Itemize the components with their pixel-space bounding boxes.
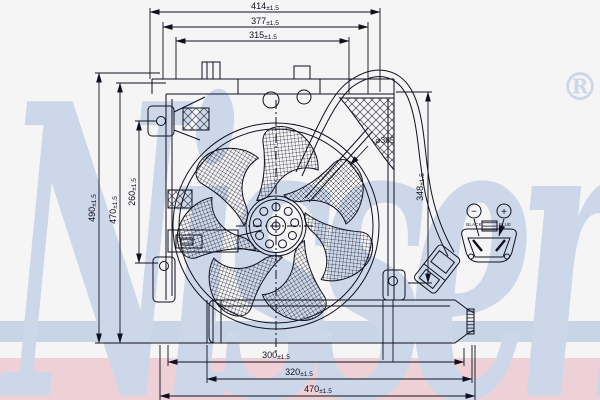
mount-ear-bottom-left: [152, 256, 176, 303]
dim-label-414: 414±1.5: [251, 1, 279, 12]
dim-left-260: [135, 120, 158, 264]
dim-top-414: [149, 8, 381, 92]
diameter-leader: [349, 145, 369, 166]
top-clip-right: [293, 65, 311, 80]
plus-symbol: +: [501, 207, 507, 218]
negative-wire-label: BLACK: [466, 222, 481, 227]
motor-housing: [206, 269, 475, 344]
dim-top-315: [175, 37, 350, 94]
dim-label-320: 320±1.5: [285, 367, 313, 378]
dim-label-470-bottom: 470±1.5: [304, 384, 332, 395]
dim-label-260: 260±1.5: [127, 178, 138, 206]
minus-symbol: −: [471, 207, 477, 218]
dim-label-300: 300±1.5: [262, 350, 290, 361]
plus-terminal-icon: [496, 203, 512, 219]
dim-label-315: 315±1.5: [249, 30, 277, 41]
positive-wire-label: BLUE: [499, 222, 511, 227]
registered-trademark-icon: ®: [561, 64, 599, 109]
dim-bottom-320: [206, 345, 473, 383]
dim-right-348: [396, 91, 432, 284]
connector-pinout-detail: [461, 203, 517, 263]
footer-blue-band: [0, 321, 600, 342]
dimension-labels: 414±1.5 377±1.5 315±1.5 490±1.5 470±1.5 …: [87, 1, 511, 395]
dim-left-470: [116, 82, 166, 344]
dim-label-470-left: 470±1.5: [108, 196, 119, 224]
minus-terminal-icon: [466, 203, 482, 219]
housing-mount-tab: [382, 269, 406, 301]
dim-bottom-470: [159, 345, 476, 400]
fan-rotor: [168, 100, 383, 352]
nissens-watermark: Nissens: [4, 18, 600, 400]
dim-label-490: 490±1.5: [87, 194, 98, 222]
dim-top-377: [162, 22, 369, 94]
dim-label-377: 377±1.5: [251, 16, 279, 27]
fan-diameter-label: ⌀365: [375, 135, 395, 145]
dimensioning: [95, 8, 476, 400]
dim-label-348: 348±1.5: [415, 173, 426, 201]
dim-bottom-300: [167, 300, 465, 366]
hub-bolt-holes: [252, 202, 300, 249]
top-clip-left: [201, 61, 221, 80]
brace-hatch-left-mid: [167, 189, 193, 209]
part-geometry: [147, 61, 517, 352]
corner-brace-hatch: [338, 97, 395, 172]
dim-left-490: [95, 72, 215, 344]
brace-hatch-left-top: [182, 107, 210, 131]
